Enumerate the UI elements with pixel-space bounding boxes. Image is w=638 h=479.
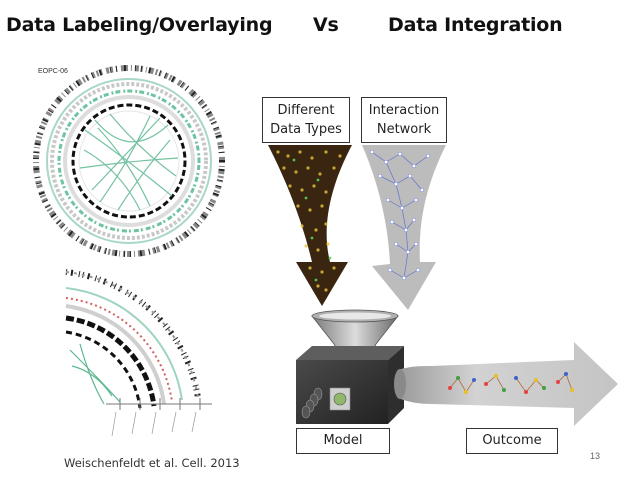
heading-vs: Vs: [313, 14, 339, 36]
model-box-label: Model: [296, 428, 390, 454]
model-machine: [296, 346, 404, 424]
circos-plot-top: [33, 65, 225, 257]
outcome-arrow: [394, 342, 618, 426]
circos-plot-bottom: [65, 269, 212, 437]
page-number: 13: [590, 451, 601, 461]
network-line2: Network: [376, 122, 432, 137]
interaction-network-box: Interaction Network: [361, 97, 447, 143]
network-line1: Interaction: [368, 103, 440, 118]
heading-left: Data Labeling/Overlaying: [6, 14, 273, 36]
interaction-network-arrow: [362, 145, 446, 310]
data-types-box: Different Data Types: [262, 97, 350, 143]
data-types-arrow: [268, 145, 352, 306]
data-types-line1: Different: [277, 103, 335, 118]
data-types-line2: Data Types: [270, 122, 342, 137]
circos-plot-label: EOPC-06: [38, 68, 68, 75]
heading-right: Data Integration: [388, 14, 563, 36]
outcome-box-label: Outcome: [466, 428, 558, 454]
funnel: [311, 309, 399, 363]
citation: Weischenfeldt et al. Cell. 2013: [64, 456, 240, 470]
